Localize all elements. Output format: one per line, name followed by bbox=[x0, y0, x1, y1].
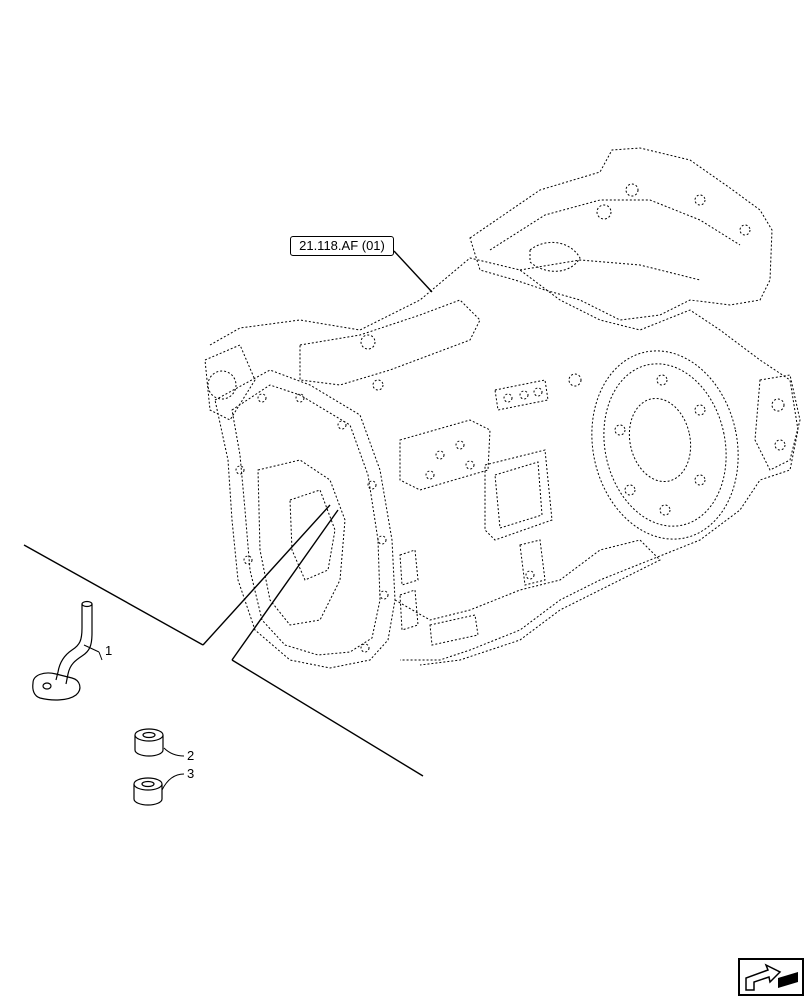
callout-2-leader bbox=[163, 747, 185, 757]
leader-lines bbox=[23, 250, 433, 777]
callout-2: 2 bbox=[187, 748, 195, 763]
reference-label: 21.118.AF (01) bbox=[299, 238, 385, 253]
part-2-ring bbox=[134, 728, 164, 757]
callout-1-leader bbox=[83, 644, 100, 653]
next-page-arrow-icon[interactable] bbox=[738, 958, 804, 996]
transmission-housing-phantom bbox=[204, 147, 801, 669]
callout-3-leader bbox=[161, 773, 185, 791]
callout-3: 3 bbox=[187, 766, 195, 781]
reference-label-box[interactable]: 21.118.AF (01) bbox=[290, 236, 394, 256]
part-1-pipe bbox=[32, 600, 93, 701]
part-3-ring bbox=[133, 777, 163, 806]
callout-1: 1 bbox=[105, 643, 113, 658]
